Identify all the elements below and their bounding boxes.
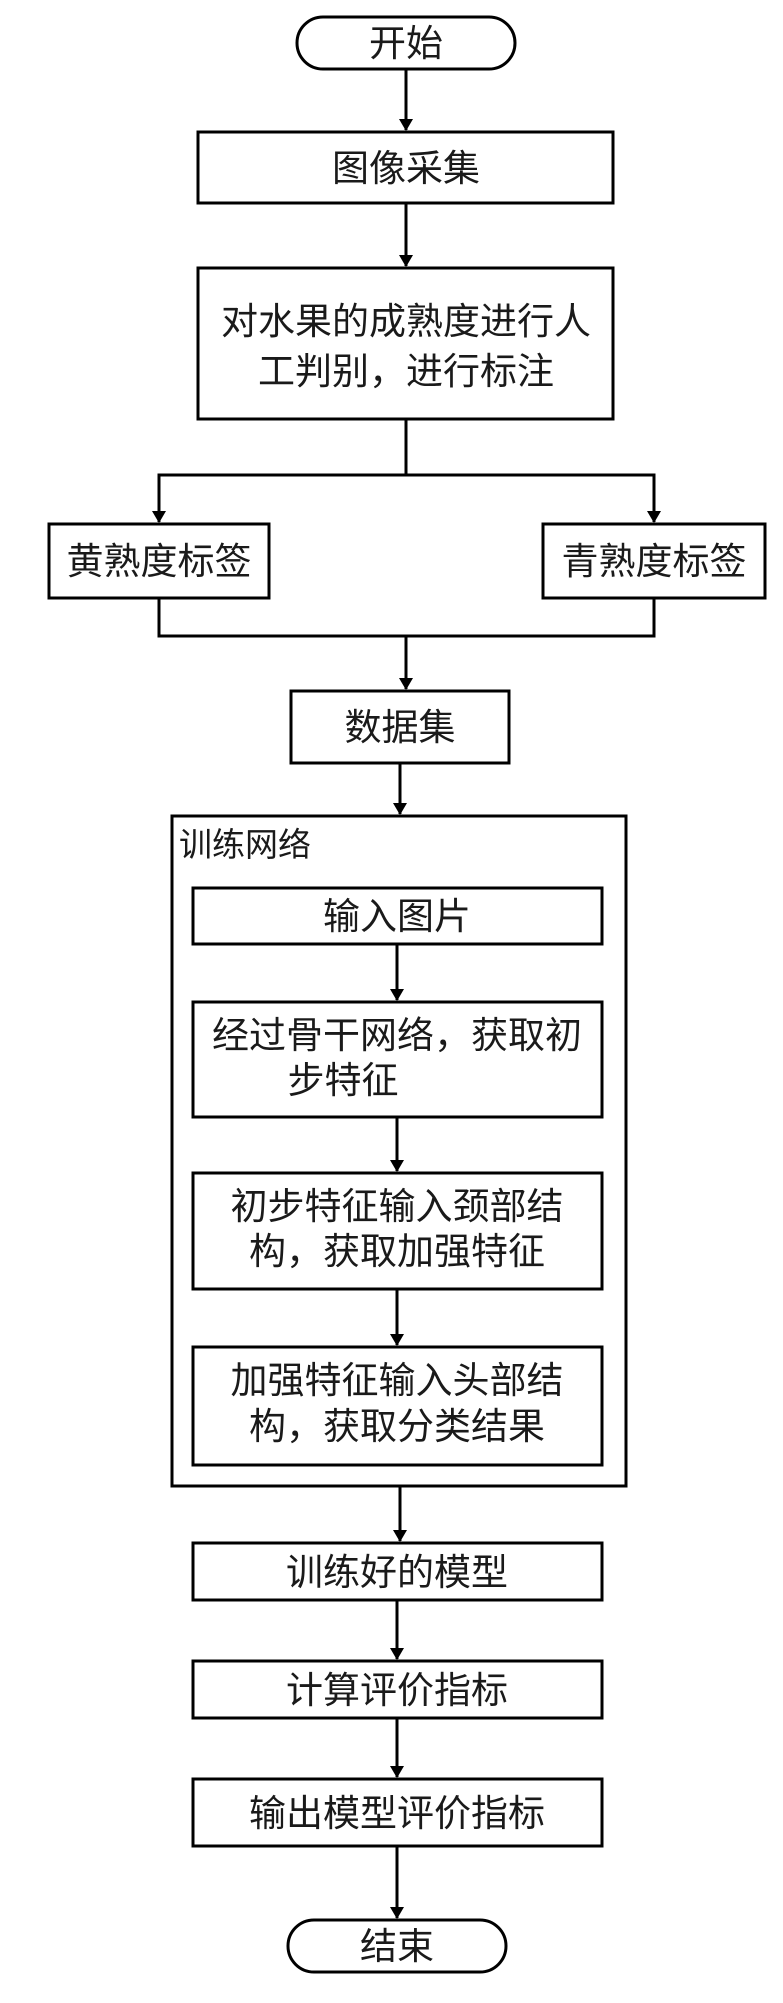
backbone-step-line-2: 步特征 <box>288 1059 399 1102</box>
training-network-title: 训练网络 <box>179 825 311 864</box>
start-node: 开始 <box>295 15 517 71</box>
head-step-line-1: 加强特征输入头部结 <box>231 1359 564 1402</box>
output-metrics-node: 输出模型评价指标 <box>191 1777 604 1848</box>
arrow-judgement-to-green <box>406 473 661 523</box>
head-step-line-2: 构，获取分类结果 <box>249 1405 545 1448</box>
input-image-label: 输入图片 <box>323 895 471 938</box>
trained-model-box <box>191 1541 604 1602</box>
green-label-node: 青熟度标签 <box>541 522 767 600</box>
head-step-box <box>191 1345 604 1467</box>
green-label-box <box>541 522 767 600</box>
merge-connector <box>157 598 656 638</box>
backbone-step-line-1: 经过骨干网络，获取初 <box>212 1014 582 1057</box>
yellow-label-text: 黄熟度标签 <box>67 540 252 583</box>
image-capture-label: 图像采集 <box>332 147 480 190</box>
neck-step-box <box>191 1171 604 1291</box>
neck-step-line-1: 初步特征输入颈部结 <box>231 1185 564 1228</box>
green-label-text: 青熟度标签 <box>562 540 747 583</box>
start-label: 开始 <box>369 22 443 65</box>
end-label: 结束 <box>360 1925 434 1968</box>
yellow-label-node: 黄熟度标签 <box>47 522 271 600</box>
dataset-label: 数据集 <box>345 706 456 749</box>
trained-model-node: 训练好的模型 <box>191 1541 604 1602</box>
arrow-judgement-to-yellow <box>152 419 408 523</box>
trained-model-label: 训练好的模型 <box>286 1551 508 1594</box>
output-metrics-label: 输出模型评价指标 <box>249 1792 545 1835</box>
training-network-group: 训练网络 输入图片 经过骨干网络，获取初 步特征 初步特征输入颈部结 构，获取加… <box>170 814 628 1488</box>
neck-step-line-2: 构，获取加强特征 <box>249 1230 545 1273</box>
input-image-box <box>191 886 604 946</box>
compute-metrics-node: 计算评价指标 <box>191 1659 604 1720</box>
dataset-node: 数据集 <box>289 689 511 765</box>
image-capture-box <box>196 130 615 205</box>
image-capture-node: 图像采集 <box>196 130 615 205</box>
manual-judgement-node: 对水果的成熟度进行人 工判别，进行标注 <box>196 266 615 421</box>
manual-judgement-line-2: 工判别，进行标注 <box>258 350 554 393</box>
end-node: 结束 <box>286 1918 508 1974</box>
manual-judgement-box <box>196 266 615 421</box>
compute-metrics-label: 计算评价指标 <box>286 1669 508 1712</box>
manual-judgement-line-1: 对水果的成熟度进行人 <box>221 300 591 343</box>
backbone-step-box <box>191 1000 604 1119</box>
end-terminator-shape <box>286 1918 508 1974</box>
